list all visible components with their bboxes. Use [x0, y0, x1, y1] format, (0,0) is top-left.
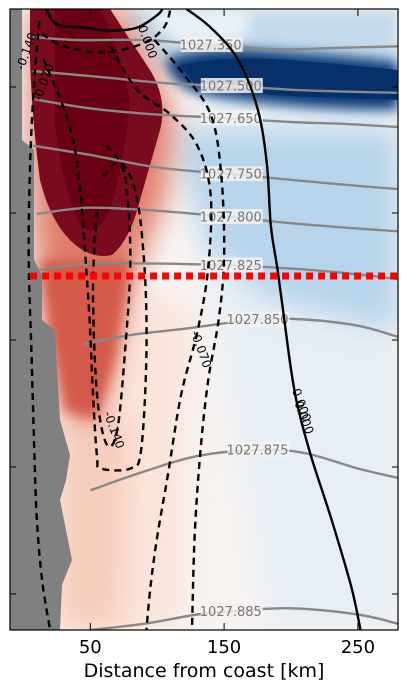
density-contour-label: 1027.850 [226, 313, 288, 328]
density-contour-label: 1027.500 [200, 80, 262, 95]
land-mask [10, 9, 72, 630]
velocity-contour-line [153, 39, 226, 630]
density-label-background [180, 37, 243, 52]
density-contour-label: 1027.750 [200, 168, 262, 183]
x-tick-label: 250 [341, 637, 375, 658]
warm-tint-core-lower [60, 420, 130, 630]
positive-core-inner [55, 9, 130, 230]
velocity-contour-line [45, 9, 164, 32]
velocity-contour-line [109, 45, 213, 630]
positive-tongue [40, 260, 130, 420]
anomaly-field [10, 9, 398, 630]
x-axis: 50 150 250 [79, 9, 375, 658]
cool-tint-top-light [140, 9, 250, 45]
density-label-background [200, 166, 263, 182]
y-ticks [10, 86, 398, 595]
density-contours: 1027.3501027.5001027.6501027.7501027.800… [32, 35, 398, 630]
density-contour-label: 1027.825 [200, 259, 262, 274]
velocity-contour-line [27, 21, 52, 630]
x-tick-label: 150 [207, 637, 241, 658]
density-contour-label: 1027.800 [200, 211, 262, 226]
x-tick-label: 50 [79, 637, 102, 658]
density-label-background [200, 110, 263, 126]
density-contour-label: 1027.885 [200, 605, 262, 620]
density-contour-label: 1027.650 [200, 112, 262, 127]
velocity-contour-line [41, 9, 172, 54]
density-contour-label: 1027.875 [226, 443, 288, 458]
density-label-background [200, 257, 263, 273]
density-label-background [200, 209, 263, 224]
velocity-contour-line [91, 162, 132, 448]
density-label-background [227, 311, 290, 327]
velocity-contour-line [42, 58, 148, 472]
density-label-background [200, 603, 263, 619]
density-label-background [227, 441, 290, 457]
x-axis-title: Distance from coast [km] [84, 660, 325, 682]
plot-frame [9, 8, 399, 631]
velocity-contour-line [185, 9, 362, 630]
